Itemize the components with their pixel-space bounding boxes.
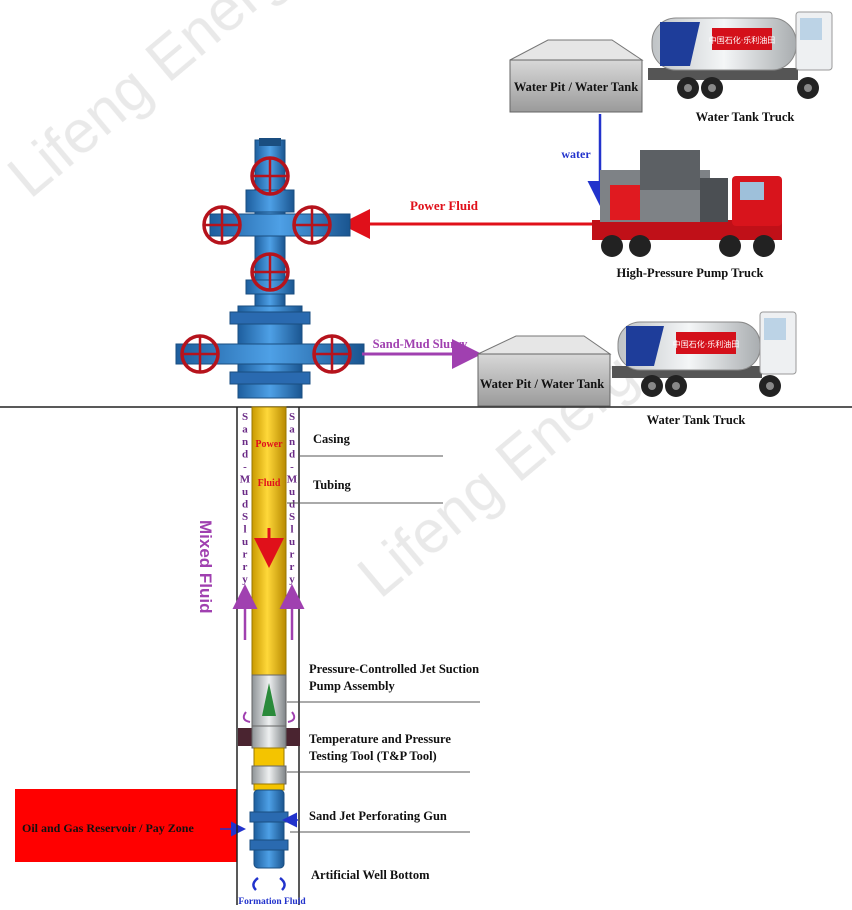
formation-fluid-label: Formation Fluid: [238, 897, 306, 907]
svg-text:water: water: [561, 147, 591, 161]
tubing-fluid-label: Fluid: [258, 478, 281, 489]
top-pit-label: Water Pit / Water Tank: [514, 80, 638, 94]
annulus-letter: -: [243, 461, 247, 473]
top-water-tank-truck: 中国石化·乐利油田 Water Tank Truck: [648, 12, 832, 124]
annulus-letter: S: [289, 511, 295, 523]
annulus-letter: r: [290, 561, 295, 573]
tp-tool-callout-line1: Temperature and Pressure: [309, 732, 451, 746]
jet-pump-callout-line2: Pump Assembly: [309, 679, 396, 693]
annulus-letter: d: [242, 499, 248, 511]
jet-pump-callout-line1: Pressure-Controlled Jet Suction: [309, 662, 479, 676]
pump-truck-label: High-Pressure Pump Truck: [616, 266, 763, 280]
annulus-letter: u: [242, 536, 248, 548]
annulus-letter: n: [242, 436, 248, 448]
annulus-letter: a: [242, 424, 248, 436]
formation-fluid-arrows: [253, 878, 284, 890]
svg-text:Power Fluid: Power Fluid: [410, 198, 479, 213]
jet-pump-assembly: [244, 675, 295, 727]
annulus-letter: u: [289, 486, 295, 498]
svg-text:Sand-Mud Slurry: Sand-Mud Slurry: [373, 337, 469, 351]
annulus-letter: S: [289, 411, 295, 423]
power-fluid-arrow: Power Fluid: [352, 198, 592, 224]
annulus-letter: l: [290, 524, 293, 536]
annulus-letter: S: [242, 411, 248, 423]
sand-jet-perforating-gun: [250, 790, 298, 868]
annulus-letter: a: [289, 424, 295, 436]
top-water-pit: Water Pit / Water Tank: [510, 40, 642, 112]
bottom-truck-label: Water Tank Truck: [647, 413, 746, 427]
annulus-letter: l: [243, 524, 246, 536]
annulus-letter: d: [289, 499, 295, 511]
casing-callout: Casing: [313, 432, 351, 446]
annulus-letter: d: [289, 449, 295, 461]
tubing-callout: Tubing: [313, 478, 352, 492]
tubing-power-label: Power: [255, 439, 283, 450]
svg-text:Oil and Gas Reservoir / Pay Zo: Oil and Gas Reservoir / Pay Zone: [22, 821, 194, 835]
bottom-pit-label: Water Pit / Water Tank: [480, 377, 604, 391]
top-truck-label: Water Tank Truck: [696, 110, 795, 124]
annulus-letter: M: [287, 474, 298, 486]
bottom-water-pit: Water Pit / Water Tank: [478, 336, 610, 406]
annulus-letter: r: [290, 549, 295, 561]
reservoir-zone: Oil and Gas Reservoir / Pay Zone: [15, 789, 240, 862]
annulus-letter: M: [240, 474, 251, 486]
svg-text:中国石化·乐利油田: 中国石化·乐利油田: [709, 35, 776, 45]
high-pressure-pump-truck: High-Pressure Pump Truck: [592, 150, 782, 280]
annulus-letter: u: [242, 486, 248, 498]
tp-tool: [252, 748, 286, 790]
well-bottom-callout: Artificial Well Bottom: [311, 868, 430, 882]
bottom-water-tank-truck: 中国石化·乐利油田 Water Tank Truck: [612, 312, 796, 427]
annulus-letter: S: [242, 511, 248, 523]
annulus-letter: y: [242, 574, 248, 586]
annulus-letter: y: [289, 574, 295, 586]
water-flow-arrow: water: [561, 114, 600, 196]
annulus-letter: u: [289, 536, 295, 548]
christmas-tree-wellhead: [176, 138, 364, 398]
annulus-letter: r: [243, 561, 248, 573]
annulus-letter: d: [242, 449, 248, 461]
annulus-letter: n: [289, 436, 295, 448]
annulus-letter: r: [243, 549, 248, 561]
annulus-letter: -: [290, 461, 294, 473]
svg-text:中国石化·乐利油田: 中国石化·乐利油田: [673, 339, 740, 349]
sand-mud-slurry-arrow: Sand-Mud Slurry: [362, 337, 470, 354]
perforating-gun-callout: Sand Jet Perforating Gun: [309, 809, 447, 823]
mixed-fluid-label: Mixed Fluid: [196, 520, 215, 614]
tp-tool-callout-line2: Testing Tool (T&P Tool): [309, 749, 437, 763]
